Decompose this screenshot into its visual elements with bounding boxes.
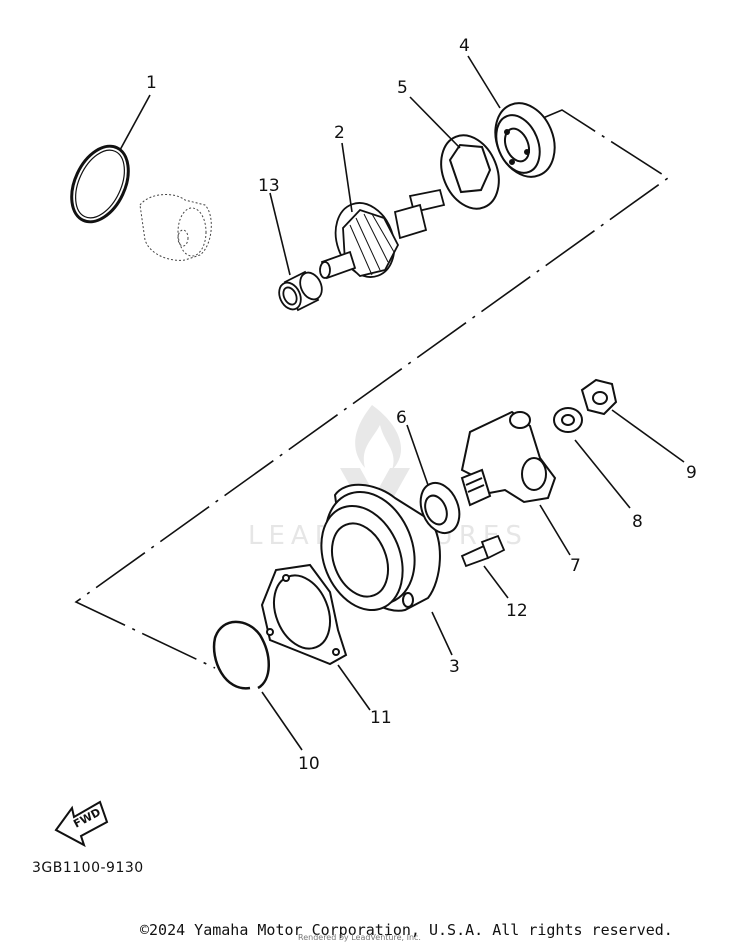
fwd-arrow-icon: FWD [54,800,109,848]
rendered-by-credit: Rendered by LeadVenture, Inc. [298,933,421,942]
assembly-boundary [74,109,670,669]
part-13-needle-bearing[interactable] [275,269,326,313]
callout-1: 1 [146,73,157,93]
leader-lines [119,55,685,751]
part-3-bearing-housing[interactable] [307,478,441,622]
callout-labels: 1 2 3 4 5 6 7 8 9 10 11 12 13 [146,36,697,774]
callout-4: 4 [459,36,470,56]
callout-10: 10 [298,754,320,774]
part-2-drive-shaft[interactable] [319,188,446,285]
copyright-notice: ©2024 Yamaha Motor Corporation, U.S.A. A… [140,921,673,939]
callout-3: 3 [449,657,460,677]
callout-2: 2 [334,123,345,143]
callout-11: 11 [370,708,392,728]
part-7-yoke[interactable] [460,410,557,507]
callout-7: 7 [570,556,581,576]
callout-12: 12 [506,601,528,621]
callout-13: 13 [258,176,280,196]
part-1-o-ring[interactable] [60,137,139,231]
part-5-hex-collar[interactable] [431,127,510,218]
callout-9: 9 [686,463,697,483]
part-11-gasket[interactable] [260,563,348,666]
callout-6: 6 [396,408,407,428]
callout-8: 8 [632,512,643,532]
part-9-nut[interactable] [580,378,618,416]
part-10-circlip[interactable] [212,620,270,690]
part-4-ball-bearing[interactable] [485,94,565,185]
reference-gear-ghost [139,194,212,261]
callout-5: 5 [397,78,408,98]
part-6-bearing[interactable] [414,477,467,539]
part-12-bolt[interactable] [460,534,506,568]
drawing-code: 3GB1100-9130 [32,860,144,876]
part-8-washer[interactable] [553,407,583,433]
